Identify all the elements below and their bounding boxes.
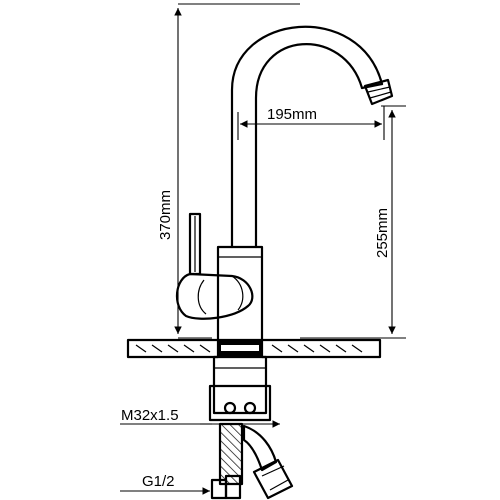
countertop [126,338,382,359]
braided-hoses [210,422,294,500]
handle-lever [176,212,254,320]
mounting-shank [208,355,272,422]
dimension-label-total-height: 370mm [157,190,174,240]
dimension-label-inlet-thread: G1/2 [142,473,175,490]
dimension-label-reach: 195mm [267,106,317,123]
spout [230,25,394,249]
dimension-label-spout-height: 255mm [374,208,391,258]
mixer-body [216,245,264,342]
dimension-inlet-thread: G1/2 [120,473,210,495]
dimension-label-hose-thread: M32x1.5 [121,407,179,424]
dimension-hose-thread: M32x1.5 [120,407,280,428]
dimension-total-height: 370mm [157,3,300,339]
dimension-reach: 195mm [237,106,385,140]
dimension-spout-height: 255mm [300,105,406,339]
